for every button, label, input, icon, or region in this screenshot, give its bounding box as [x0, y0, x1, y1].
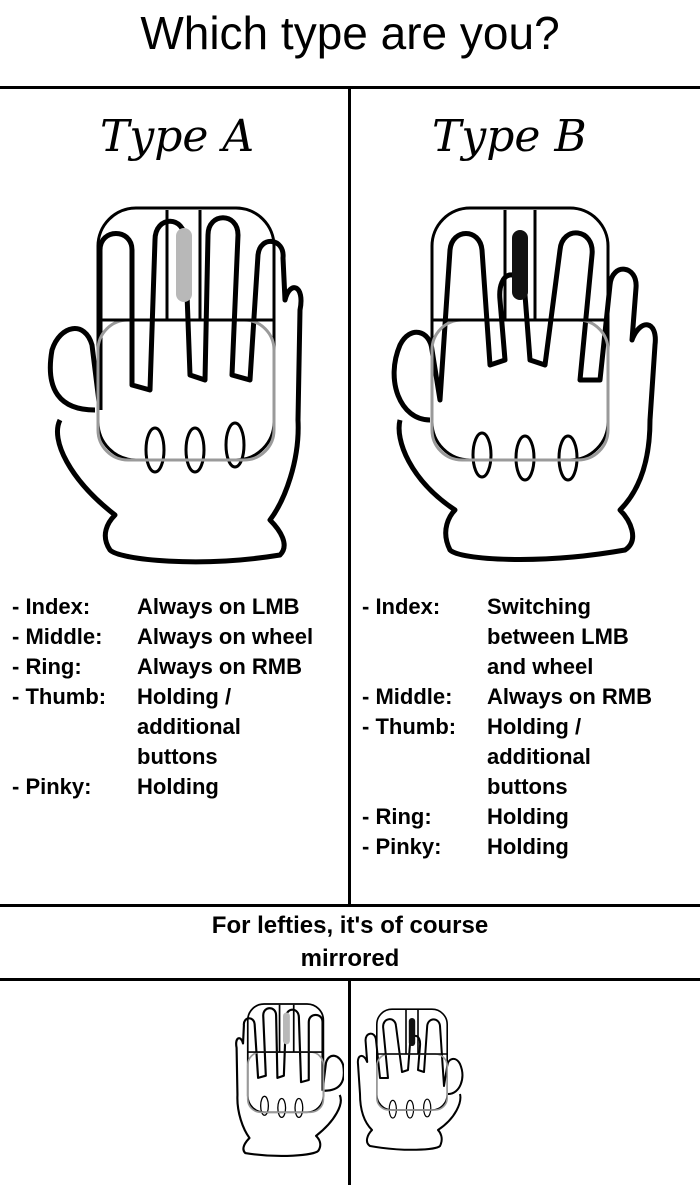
page-title: Which type are you? [140, 7, 560, 59]
bottom-center-divider [348, 978, 351, 1185]
list-item: - Thumb:Holding / additional buttons [12, 684, 241, 769]
list-item: - Thumb:Holding / additional buttons [362, 714, 591, 799]
list-item: - Index:Always on LMB [12, 594, 300, 619]
list-item: - Pinky:Holding [362, 834, 569, 859]
list-item: - Middle:Always on RMB [362, 684, 653, 709]
type-b-hand-illustration [0, 206, 700, 580]
type-b-label: Type B [432, 111, 587, 162]
type-a-hand-illustration [0, 206, 348, 580]
type-a-wheel [176, 228, 192, 302]
type-a-finger-list: - Index:Always on LMB - Middle:Always on… [12, 592, 342, 802]
mirrored-type-b-hand [356, 1008, 464, 1151]
type-a-label: Type A [100, 111, 255, 162]
type-b-wheel [512, 230, 528, 300]
list-item: - Ring:Always on RMB [12, 654, 303, 679]
center-divider [348, 86, 351, 906]
list-item: - Index:Switching between LMB and wheel [362, 594, 629, 679]
list-item: - Ring:Holding [362, 804, 569, 829]
middle-divider [0, 904, 700, 907]
list-item: - Pinky:Holding [12, 774, 219, 799]
type-b-finger-list: - Index:Switching between LMB and wheel … [362, 592, 694, 862]
list-item: - Middle:Always on wheel [12, 624, 314, 649]
mirrored-type-a-hand [235, 1003, 344, 1158]
lefties-note: For lefties, it's of course mirrored [211, 912, 489, 972]
